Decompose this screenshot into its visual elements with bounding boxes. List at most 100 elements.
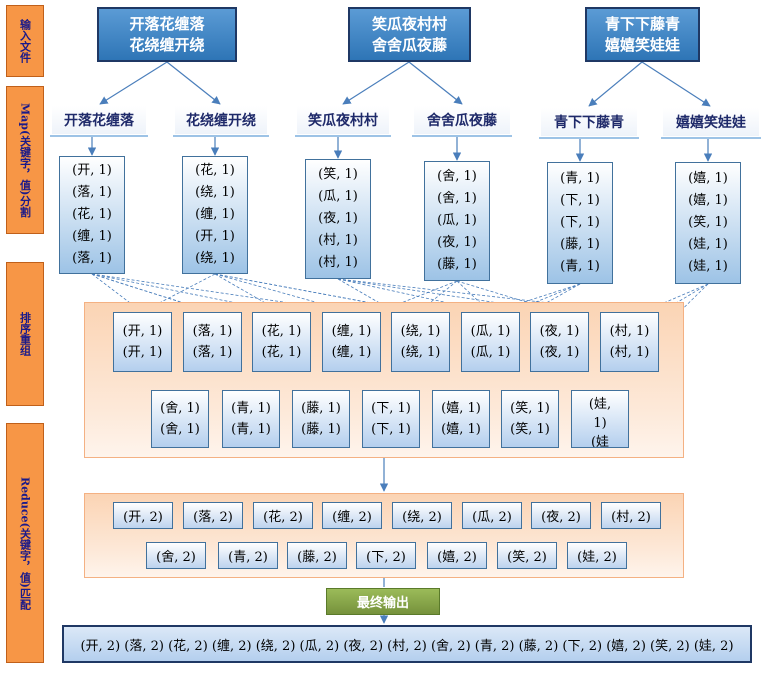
kv-pair: (青, 1) (231, 422, 271, 437)
reduce-box: (藤, 2) (287, 542, 347, 569)
kv-pair: (舍, 1) (437, 191, 477, 206)
sorted-group-box: (缠, 1) (缠, 1) (322, 312, 381, 372)
sorted-group-box: (嬉, 1)(嬉, 1) (432, 390, 490, 448)
reduce-box: (嬉, 2) (427, 542, 487, 569)
kv-pair: (缠, 1) (195, 207, 235, 222)
kv-pair: (缠, 1) (72, 229, 112, 244)
shuffle-link (337, 278, 491, 313)
kv-pair: (落, 1) (192, 345, 233, 360)
kv-pair: (笑, 1) (510, 422, 550, 437)
arrow-input-to-split (166, 61, 221, 105)
map-kv-box-6: (嬉, 1) (嬉, 1) (笑, 1) (娃, 1) (娃, 1) (675, 162, 741, 284)
sorted-group-box: (笑, 1) (笑, 1) (501, 390, 559, 448)
reduce-box: (夜, 2) (531, 502, 591, 529)
arrow-input-to-split (99, 61, 168, 105)
kv-pair: (青, 1) (560, 171, 600, 186)
stage-label: Map(关键字，值)分割 (18, 102, 32, 218)
kv-pair: (藤, 1) (437, 257, 477, 272)
input-file-3: 青下下藤青 嬉嬉笑娃娃 (585, 7, 700, 62)
stage-label: 输入文件 (18, 19, 32, 63)
shuffle-link (320, 283, 581, 391)
sorted-group-box: (开, 1)(开, 1) (113, 312, 172, 372)
kv-pair: (瓜, 1) (470, 324, 511, 339)
input-line: 花绕缠开绕 (129, 35, 205, 54)
reduce-box: (落, 2) (183, 502, 243, 529)
kv-pair: (下, 1) (371, 401, 411, 416)
shuffle-link (91, 273, 213, 313)
map-kv-box-3: (笑, 1) (瓜, 1) (夜, 1) (村, 1) (村, 1) (305, 159, 371, 279)
kv-pair: (藤, 1) (560, 237, 600, 252)
reduce-box: (缠, 2) (322, 502, 382, 529)
stage-label: Reduce(关键字，值)匹配 (18, 476, 32, 610)
kv-pair: (娃, 1) (688, 259, 728, 274)
kv-pair: (落, 1) (192, 324, 233, 339)
kv-pair: (青, 1) (231, 401, 271, 416)
kv-pair: (夜, 1) (437, 235, 477, 250)
stage-map-split: Map(关键字，值)分割 (6, 86, 44, 234)
split-title-1: 开落花缠落 (50, 106, 148, 137)
stage-label: 排序重组 (18, 312, 32, 356)
kv-pair: (开, 1) (195, 229, 235, 244)
reduce-box: (下, 2) (356, 542, 416, 569)
kv-pair: (花, 1) (261, 345, 302, 360)
kv-pair: (笑, 1) (688, 215, 728, 230)
kv-pair: (下, 1) (560, 215, 600, 230)
sorted-group-box: (舍, 1)(舍, 1) (151, 390, 209, 448)
kv-pair: (花, 1) (195, 163, 235, 178)
arrow-input-to-split (342, 61, 410, 105)
kv-pair: (笑, 1) (510, 401, 550, 416)
reduce-box: (娃, 2) (567, 542, 627, 569)
reduce-box: (舍, 2) (146, 542, 206, 569)
map-kv-box-1: (开, 1) (落, 1) (花, 1) (缠, 1) (落, 1) (59, 156, 125, 274)
input-line: 开落花缠落 (129, 14, 205, 33)
kv-pair: (缠, 1) (331, 345, 372, 360)
sorted-group-box: (下, 1) (下, 1) (362, 390, 420, 448)
input-line: 嬉嬉笑娃娃 (604, 35, 680, 54)
stage-input-files: 输入文件 (6, 5, 44, 77)
sorted-group-box: (绕, 1)(绕, 1) (391, 312, 450, 372)
map-kv-box-5: (青, 1) (下, 1) (下, 1) (藤, 1) (青, 1) (547, 162, 613, 284)
kv-pair: (开, 1) (122, 345, 163, 360)
stage-sort-group: 排序重组 (6, 262, 44, 406)
kv-pair: (绕, 1) (400, 345, 441, 360)
input-file-2: 笑瓜夜村村 舍舍瓜夜藤 (348, 7, 471, 62)
kv-pair: (绕, 1) (195, 185, 235, 200)
kv-pair: (娃 (590, 435, 610, 448)
kv-pair: (舍, 1) (160, 422, 200, 437)
arrow-input-to-split (588, 61, 643, 107)
sorted-group-box: (花, 1) (花, 1) (252, 312, 311, 372)
kv-pair: (嬉, 1) (441, 401, 481, 416)
kv-pair: (娃, (588, 397, 612, 412)
kv-pair: (下, 1) (560, 193, 600, 208)
split-title-2: 花绕缠开绕 (173, 106, 269, 137)
split-title-4: 舍舍瓜夜藤 (412, 106, 512, 137)
sorted-group-box-clipped: (娃, 1) (娃 (571, 390, 629, 448)
kv-pair: (缠, 1) (331, 324, 372, 339)
reduce-box: (青, 2) (218, 542, 278, 569)
kv-pair: (舍, 1) (437, 169, 477, 184)
kv-pair: (花, 1) (261, 324, 302, 339)
reduce-box: (绕, 2) (392, 502, 452, 529)
split-title-5: 青下下藤青 (539, 108, 639, 139)
kv-pair: (夜, 1) (539, 324, 580, 339)
shuffle-link (214, 273, 282, 313)
reduce-box: (笑, 2) (497, 542, 557, 569)
sorted-group-box: (青, 1) (青, 1) (222, 390, 280, 448)
sorted-group-box: (落, 1) (落, 1) (183, 312, 242, 372)
split-title-6: 嬉嬉笑娃娃 (661, 108, 761, 139)
shuffle-link (337, 278, 630, 313)
map-kv-box-4: (舍, 1) (舍, 1) (瓜, 1) (夜, 1) (藤, 1) (424, 161, 490, 281)
kv-pair: (村, 1) (318, 233, 358, 248)
kv-pair: (青, 1) (560, 259, 600, 274)
stage-reduce-match: Reduce(关键字，值)匹配 (6, 423, 44, 663)
kv-pair: 1) (593, 416, 607, 431)
kv-pair: (下, 1) (371, 422, 411, 437)
arrow-input-to-split (408, 61, 463, 105)
kv-pair: (花, 1) (72, 207, 112, 222)
arrow-input-to-split (641, 61, 711, 107)
kv-pair: (藤, 1) (301, 422, 341, 437)
final-output-label: 最终输出 (326, 588, 440, 615)
final-output-box: (开, 2) (落, 2) (花, 2) (缠, 2) (绕, 2) (瓜, 2… (62, 625, 752, 663)
input-file-1: 开落花缠落 花绕缠开绕 (97, 7, 237, 62)
reduce-box: (花, 2) (253, 502, 313, 529)
